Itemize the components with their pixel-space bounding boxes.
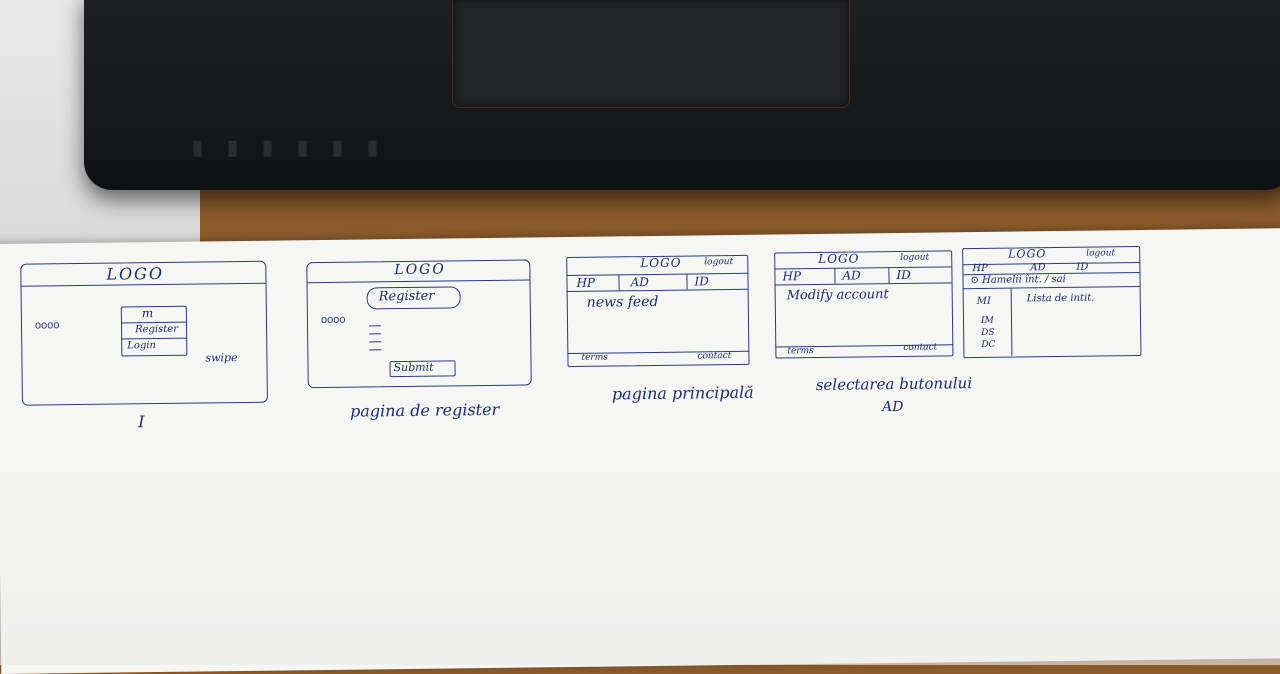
sketch-2-logo: LOGO bbox=[394, 261, 446, 279]
sketch-4-content: Modify account bbox=[786, 287, 889, 304]
sketch-5-tab-1: HP bbox=[972, 262, 988, 275]
sketch-5-tab-3: ID bbox=[1076, 261, 1089, 273]
sketch-5-tab-2: AD bbox=[1030, 262, 1046, 274]
sketch-2-field-4 bbox=[369, 349, 382, 351]
sketch-1-login-label: Login bbox=[127, 340, 157, 352]
sketch-4-footer-right: contact bbox=[903, 342, 938, 353]
sketch-4-footer-left: terms bbox=[787, 346, 814, 357]
sketch-2-register-label: Register bbox=[378, 288, 435, 305]
sketch-2-submit-label: Submit bbox=[393, 360, 434, 375]
sketch-4-logo: LOGO bbox=[818, 251, 860, 266]
laptop: ▮ ▮ ▮ ▮ ▮ ▮ bbox=[84, 0, 1280, 190]
sketch-2-field-2 bbox=[369, 333, 382, 335]
sketch-3-content: news feed bbox=[586, 293, 659, 311]
sketch-1-register-label: Register bbox=[134, 323, 179, 336]
sketch-1-swipe-label: swipe bbox=[205, 351, 238, 365]
sketch-4-logout: logout bbox=[900, 252, 930, 263]
sketch-4-tab-sep-2 bbox=[888, 267, 890, 284]
sketch-1-logo: LOGO bbox=[106, 263, 165, 284]
sketch-1-dots: oooo bbox=[34, 319, 60, 332]
sketch-4-tab-sep-1 bbox=[834, 267, 836, 284]
sketch-5-row-1: ⊙ Hamelii înt. / sai bbox=[970, 274, 1065, 286]
sketch-3-footer-right: contact bbox=[697, 351, 732, 362]
sketch-3-tab-2: AD bbox=[630, 275, 649, 290]
sketch-5-list: Lista de intit. bbox=[1026, 292, 1095, 305]
touchpad bbox=[452, 0, 850, 108]
sketch-2-caption: pagina de register bbox=[349, 399, 500, 421]
sketch-3-caption: pagina principală bbox=[611, 382, 754, 404]
sketch-3-footer-left: terms bbox=[581, 352, 608, 363]
sketch-3-tab-1: HP bbox=[576, 275, 596, 290]
sketch-2-field-1 bbox=[369, 325, 382, 327]
sketch-2-field-3 bbox=[369, 341, 382, 343]
sketch-5-row-1-text: Hamelii înt. / sai bbox=[982, 273, 1066, 286]
sketch-4-caption: selectarea butonului bbox=[815, 374, 973, 394]
sketch-5-logout: logout bbox=[1086, 248, 1116, 259]
sketch-paper: LOGO oooo m Register Login swipe I LOGO … bbox=[0, 228, 1280, 674]
sketch-3-tab-sep-1 bbox=[618, 274, 620, 291]
laptop-brand-mark: ▮ ▮ ▮ ▮ ▮ ▮ bbox=[192, 138, 385, 161]
sketch-5-side-2: IM bbox=[980, 315, 994, 326]
sketch-4-tab-2: AD bbox=[842, 268, 861, 283]
sketch-4-tab-3: ID bbox=[896, 267, 911, 283]
sketch-3-tab-3: ID bbox=[694, 274, 709, 289]
sketch-3-logo: LOGO bbox=[640, 255, 682, 271]
sketch-5-side-1: MI bbox=[976, 295, 992, 308]
sketch-3-tab-sep-2 bbox=[686, 273, 688, 290]
sketch-2-dots: oooo bbox=[320, 313, 346, 327]
sketch-4-caption-2: AD bbox=[881, 398, 904, 416]
sketch-5-side-3: DS bbox=[981, 327, 995, 338]
sketch-5-side-4: DC bbox=[981, 339, 996, 350]
sketch-5-logo: LOGO bbox=[1008, 247, 1047, 261]
sketch-1-caption: I bbox=[138, 412, 145, 432]
sketch-3-logout: logout bbox=[704, 256, 734, 268]
sketch-4-tab-1: HP bbox=[782, 269, 802, 284]
play-icon: ⊙ bbox=[970, 274, 979, 287]
sketch-1-menu-label: m bbox=[141, 306, 154, 321]
